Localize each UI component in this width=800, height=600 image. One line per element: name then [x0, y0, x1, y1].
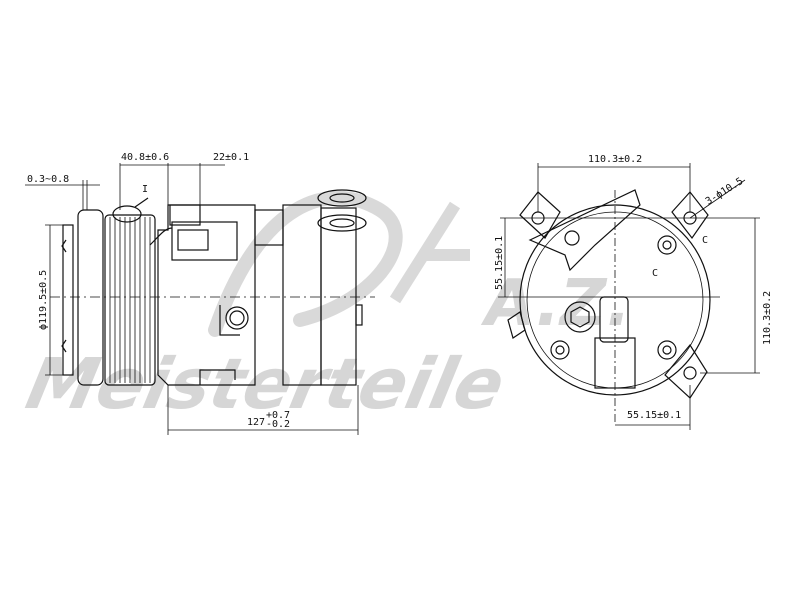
pulley [104, 214, 156, 386]
dim-mount-width: 110.3±0.2 [588, 154, 642, 165]
chamfer-label-right: C [702, 235, 708, 246]
dim-mount-height: 110.3±0.2 [762, 291, 773, 345]
side-view-dimensions [25, 163, 359, 435]
mount-boss-inner [229, 310, 245, 326]
mount-boss-bracket [219, 305, 240, 336]
center-fitting [564, 301, 596, 333]
front-housing [157, 204, 256, 386]
connector-plug [177, 229, 209, 251]
watermark-brand-text: Meisterteile [20, 343, 512, 425]
chamfer-label-center: C [652, 268, 658, 279]
front-view-dimensions [500, 163, 760, 430]
electrical-connector [171, 221, 238, 261]
detail-callout-label: I [142, 184, 148, 195]
watermark: A.Z. Meisterteile [20, 190, 631, 425]
dim-upper-offset: 55.15±0.1 [494, 236, 505, 290]
watermark-swoosh-icon [208, 190, 403, 337]
bolt-left [550, 340, 570, 360]
dim-overall-length-tol-lower: -0.2 [266, 419, 290, 430]
dim-overall-length: 127 [247, 417, 265, 428]
hex-nut-icon [570, 306, 590, 328]
electrical-connector-block [528, 189, 641, 272]
dim-clutch-gap: 0.3~0.8 [27, 174, 69, 185]
dim-overall-length-tol-upper: +0.7 [266, 410, 290, 421]
clutch-plate [62, 224, 74, 376]
dim-hole-spec: 3-ϕ10.5 [704, 176, 746, 208]
service-port-lower [317, 214, 367, 232]
bolt-right-inner [662, 345, 672, 355]
service-port-upper-inner [329, 193, 355, 203]
bolt-upper-right [657, 235, 677, 255]
side-plug [507, 311, 526, 339]
rear-cover [320, 207, 357, 386]
pulley-hub [77, 209, 104, 386]
side-view [50, 189, 375, 386]
mount-ear-bottom-right [664, 343, 708, 399]
dim-pulley-to-connector: 40.8±0.6 [121, 152, 169, 163]
dim-pulley-diameter: ϕ119.5±0.5 [38, 270, 49, 330]
wire-harness [149, 227, 173, 246]
connector-port [564, 230, 580, 246]
detail-callout-circle [112, 205, 142, 223]
connector-top [169, 204, 201, 226]
bolt-right [657, 340, 677, 360]
mount-boss [225, 306, 249, 330]
bolt-upper-right-inner [662, 240, 672, 250]
clutch-bolts [61, 239, 67, 353]
detail-leader [134, 197, 149, 208]
front-view [498, 189, 720, 425]
mount-ear-top-right [671, 191, 709, 240]
service-port-upper [317, 189, 367, 207]
mount-ear-top-left [519, 191, 561, 239]
dim-lower-offset: 55.15±0.1 [627, 410, 681, 421]
dim-connector-offset: 22±0.1 [213, 152, 249, 163]
watermark-letter-z-icon [389, 201, 470, 304]
service-port-lower-inner [329, 218, 355, 228]
rear-plug [355, 304, 363, 326]
housing-step [199, 369, 236, 385]
bolt-left-inner [555, 345, 565, 355]
mount-hole-bottom-right [683, 366, 697, 380]
